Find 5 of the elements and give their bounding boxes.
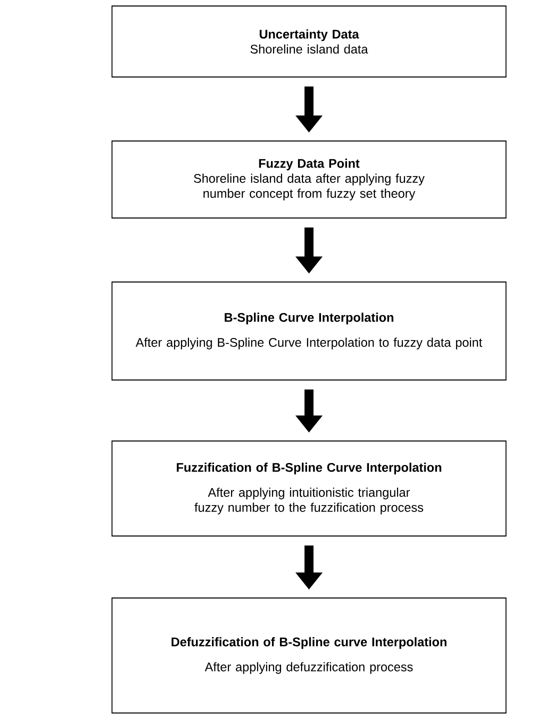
process-box: Uncertainty Data Shoreline island data	[112, 6, 506, 78]
process-box: B-Spline Curve Interpolation After applying B-Spline Curve Interpolation to fuzzy data point	[112, 282, 506, 380]
process-box: Fuzzy Data Point Shoreline island data after applying fuzzy number concept from fuzzy set theory	[112, 140, 506, 218]
process-box: Fuzzification of B-Spline Curve Interpolation After applying intuitionistic triangular fuzzy number to the fuzzification process	[112, 440, 506, 536]
process-box: Defuzzification of B-Spline curve Interpolation After applying defuzzification process	[112, 598, 506, 714]
